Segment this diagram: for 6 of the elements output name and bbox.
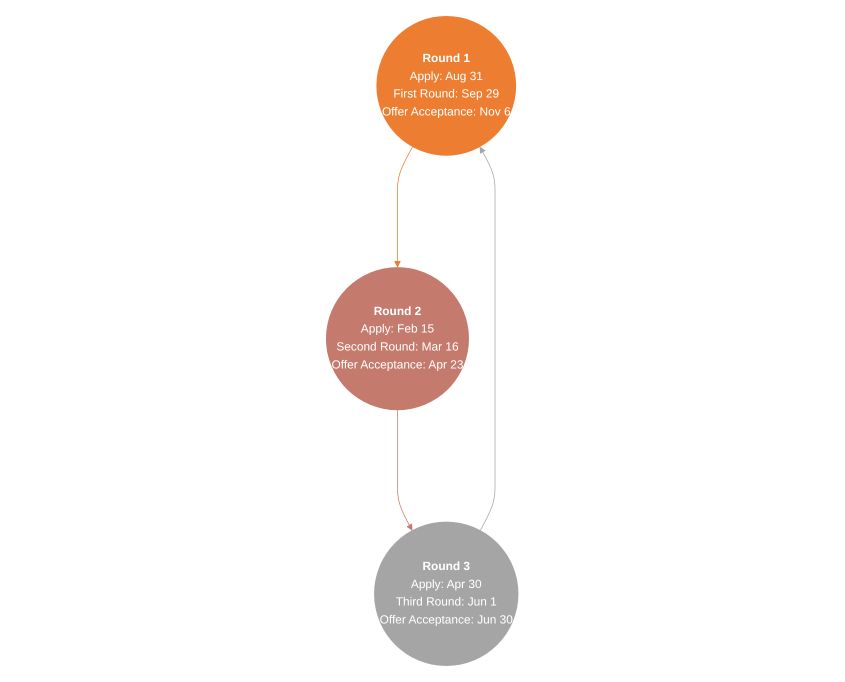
arrow: [394, 146, 414, 268]
arrow: [480, 146, 496, 531]
node-circle: Round 3 Apply: Apr 30 Third Round: Jun 1 Offer Acceptance: Jun 30: [374, 522, 519, 666]
node-circle: Round 2 Apply: Feb 15 Second Round: Mar 16 Offer Acceptance: Apr 23: [326, 267, 470, 410]
node-circle: Round 1 Apply: Aug 31 First Round: Sep 29 Offer Acceptance: Nov 6: [376, 16, 516, 156]
arrow: [397, 410, 413, 531]
